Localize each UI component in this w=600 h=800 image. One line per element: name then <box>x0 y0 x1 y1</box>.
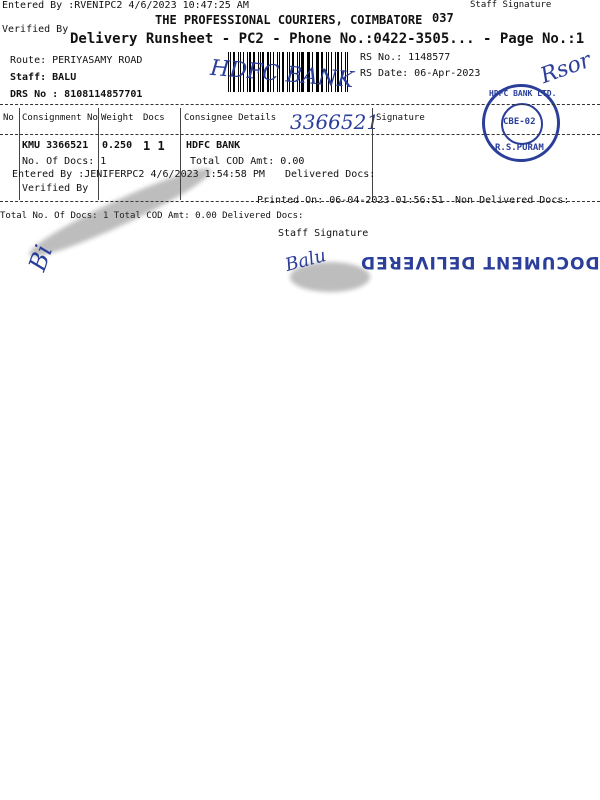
column-line <box>372 108 373 200</box>
barcode-bar <box>277 52 279 92</box>
barcode-bar <box>266 52 270 92</box>
entered-by-top: Entered By :RVENIPC2 4/6/2023 10:47:25 A… <box>2 0 249 11</box>
barcode-bar <box>242 52 245 92</box>
handwritten-consignment: 3366521 <box>290 110 380 134</box>
barcode-bar <box>230 52 232 92</box>
stamp-code: CBE-02 <box>503 117 536 127</box>
rs-date: RS Date: 06-Apr-2023 <box>360 68 481 79</box>
header-docs: Docs <box>143 113 165 123</box>
barcode-bar <box>306 52 308 92</box>
consignee: HDFC BANK <box>186 140 241 151</box>
barcode-bar <box>279 52 280 92</box>
barcode-bar <box>330 52 332 92</box>
barcode-bar <box>257 52 259 92</box>
header-signature: Signature <box>376 113 425 123</box>
barcode-bar <box>238 52 240 92</box>
company-name: THE PROFESSIONAL COURIERS, COIMBATORE <box>155 13 423 27</box>
barcode-bar <box>340 52 342 92</box>
staff-signature: Staff Signature <box>278 228 369 239</box>
barcode-bar <box>249 52 252 92</box>
staff-signature-overlay: Staff Signature <box>470 0 552 10</box>
barcode-bar <box>296 52 298 92</box>
barcode-bar <box>259 52 261 92</box>
column-line <box>98 108 99 200</box>
barcode-bar <box>233 52 236 92</box>
header-consignment: Consignment No <box>22 113 98 123</box>
stamp-bank: HDFC BANK LTD. <box>489 89 557 98</box>
total-cod: Total COD Amt: 0.00 <box>190 156 305 167</box>
barcode-bar <box>344 52 347 92</box>
scan-smudge <box>290 262 370 292</box>
stamp-branch: R.S.PURAM <box>495 143 544 153</box>
verified-by-top: Verified By <box>2 24 69 35</box>
printed-on: Printed On: 06-04-2023 01:56:51 <box>257 195 444 206</box>
column-line <box>19 108 20 200</box>
barcode-bar <box>253 52 255 92</box>
barcode-bar <box>301 52 304 92</box>
non-delivered-docs: Non Delivered Docs: <box>455 195 570 206</box>
barcode-bar <box>308 52 310 92</box>
route: Route: PERIYASAMY ROAD <box>10 55 143 66</box>
document-delivered-stamp: DOCUMENT DELIVERED <box>360 252 600 272</box>
barcode-bar <box>326 52 327 92</box>
total-docs: Total No. Of Docs: 1 Total COD Amt: 0.00… <box>0 211 304 221</box>
divider <box>0 104 600 105</box>
header-consignee: Consignee Details <box>184 113 277 123</box>
no-of-docs: No. Of Docs: 1 <box>22 156 107 167</box>
barcode-bar <box>347 52 348 92</box>
barcode <box>228 52 350 92</box>
barcode-bar <box>327 52 329 92</box>
rs-number: RS No.: 1148577 <box>360 52 451 63</box>
verified-by: Verified By <box>22 183 89 194</box>
delivered-docs: Delivered Docs: <box>285 169 376 180</box>
handwritten-rsor: Rsor <box>537 47 595 90</box>
barcode-bar <box>281 52 285 92</box>
header-no: No <box>3 113 14 123</box>
barcode-bar <box>311 52 313 92</box>
entered-by: Entered By :JENIFERPC2 4/6/2023 1:54:58 … <box>12 169 265 180</box>
barcode-bar <box>320 52 324 92</box>
docs: 1 1 <box>143 139 165 153</box>
barcode-bar <box>228 52 230 92</box>
header-weight: Weight <box>101 113 134 123</box>
barcode-bar <box>315 52 317 92</box>
staff: Staff: BALU <box>10 72 77 83</box>
bank-stamp: HDFC BANK LTD. CBE-02 R.S.PURAM <box>482 84 560 162</box>
runsheet-title: Delivery Runsheet - PC2 - Phone No.:0422… <box>70 31 585 47</box>
barcode-bar <box>270 52 271 92</box>
barcode-bar <box>292 52 294 92</box>
barcode-bar <box>240 52 241 92</box>
barcode-bar <box>287 52 288 92</box>
consignment-no: KMU 3366521 <box>22 140 89 151</box>
barcode-bar <box>272 52 275 92</box>
drs-number: DRS No : 8108114857701 <box>10 89 143 100</box>
barcode-bar <box>335 52 336 92</box>
weight: 0.250 <box>102 140 133 151</box>
barcode-bar <box>288 52 291 92</box>
barcode-bar <box>336 52 339 92</box>
divider <box>0 134 600 135</box>
barcode-bar <box>262 52 264 92</box>
barcode-bar <box>317 52 319 92</box>
divider <box>0 201 600 202</box>
branch-code: 037 <box>432 11 454 25</box>
barcode-bar <box>298 52 300 92</box>
column-line <box>180 108 181 200</box>
barcode-bar <box>247 52 249 92</box>
